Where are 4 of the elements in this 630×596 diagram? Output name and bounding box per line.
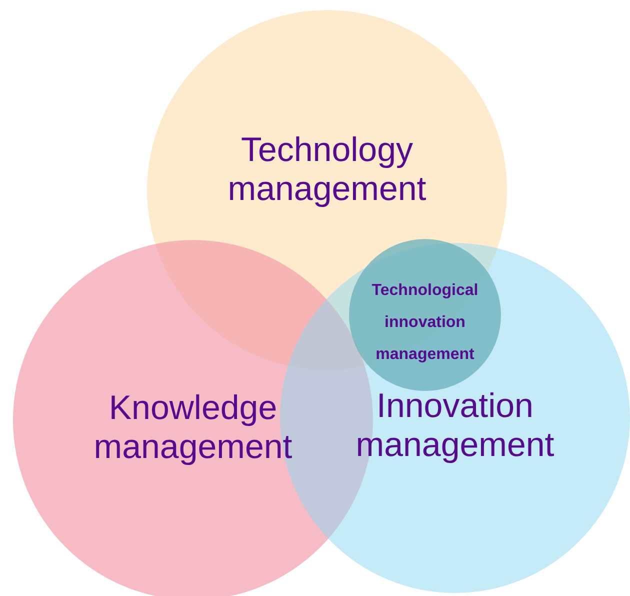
circle-label: Innovation management: [354, 386, 556, 466]
circle-label: Technology management: [226, 130, 428, 210]
circle-label: Knowledge management: [92, 388, 294, 468]
circle-label: Technological innovation management: [370, 281, 480, 365]
